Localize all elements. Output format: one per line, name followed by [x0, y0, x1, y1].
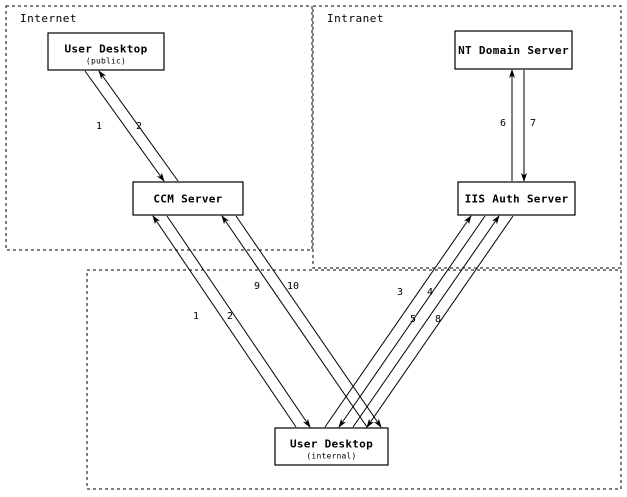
- flow-label-flow-2-internal: 2: [227, 311, 233, 322]
- node-title-nt-domain-server: NT Domain Server: [458, 44, 569, 57]
- flow-label-flow-10: 10: [287, 281, 299, 292]
- flow-label-flow-3: 3: [397, 287, 403, 298]
- connector-flow-1-public: [84, 70, 165, 182]
- flows-layer: [84, 69, 527, 428]
- flow-label-flow-5: 5: [410, 314, 416, 325]
- connector-flow-5: [352, 215, 500, 428]
- zone-internet: [5, 5, 313, 251]
- node-box-user-desktop-public: [47, 32, 165, 71]
- flow-label-flow-4: 4: [427, 287, 433, 298]
- node-ccm-server[interactable]: CCM Server: [132, 181, 244, 216]
- connector-flow-2-public: [98, 70, 179, 182]
- connector-flow-2-internal: [166, 215, 311, 428]
- zone-internal-lan: [86, 269, 622, 490]
- node-user-desktop-public[interactable]: User Desktop(public): [47, 32, 165, 71]
- node-box-iis-auth-server: [457, 181, 576, 216]
- node-user-desktop-internal[interactable]: User Desktop(internal): [274, 427, 389, 466]
- node-box-ccm-server: [132, 181, 244, 216]
- flow-label-flow-7: 7: [530, 118, 536, 129]
- node-iis-auth-server[interactable]: IIS Auth Server: [457, 181, 576, 216]
- zone-label-intranet: Intranet: [327, 12, 384, 25]
- node-title-user-desktop-internal: User Desktop: [290, 438, 373, 451]
- node-box-user-desktop-internal: [274, 427, 389, 466]
- flow-label-flow-9: 9: [254, 281, 260, 292]
- connector-flow-10: [235, 215, 382, 428]
- node-subtitle-user-desktop-internal: (internal): [306, 452, 356, 461]
- flow-labels-layer: 1 2 6 7 1 2 9 10 3 4 5 8: [96, 118, 536, 325]
- node-nt-domain-server[interactable]: NT Domain Server: [454, 30, 573, 70]
- connector-flow-9: [221, 215, 368, 428]
- flow-label-flow-2-public: 2: [136, 121, 142, 132]
- zones-layer: Internet Intranet: [5, 5, 622, 490]
- node-title-ccm-server: CCM Server: [153, 193, 222, 206]
- flow-label-flow-1-public: 1: [96, 121, 102, 132]
- node-subtitle-user-desktop-public: (public): [86, 57, 126, 66]
- connector-flow-4: [338, 215, 486, 428]
- zone-label-internet: Internet: [20, 12, 77, 25]
- flow-label-flow-8: 8: [435, 314, 441, 325]
- zone-intranet: [312, 5, 622, 269]
- connector-flow-1-internal: [152, 215, 297, 428]
- flow-label-flow-1-internal: 1: [193, 311, 199, 322]
- connector-flow-3: [324, 215, 472, 428]
- flow-label-flow-6: 6: [500, 118, 506, 129]
- connector-flow-8: [366, 215, 514, 428]
- node-title-iis-auth-server: IIS Auth Server: [465, 193, 569, 206]
- node-title-user-desktop-public: User Desktop: [64, 43, 147, 56]
- node-box-nt-domain-server: [454, 30, 573, 70]
